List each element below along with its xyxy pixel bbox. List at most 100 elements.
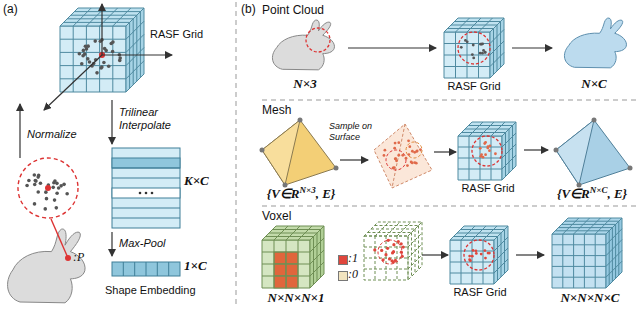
point — [487, 145, 490, 148]
connector-arrow — [512, 47, 552, 48]
legend-text: :1 — [348, 251, 358, 265]
bunny — [8, 229, 86, 303]
arrow — [434, 151, 456, 152]
point — [482, 49, 485, 52]
point — [27, 179, 31, 183]
shape-node: {V∈RN×C, E} — [548, 116, 636, 204]
shape — [562, 234, 563, 288]
shape — [310, 226, 324, 288]
connector-arrow — [516, 254, 544, 255]
shape — [450, 273, 494, 274]
shape — [562, 224, 616, 225]
text-label: (b) — [241, 2, 256, 16]
arrow — [340, 159, 368, 160]
point — [402, 245, 405, 248]
shape — [565, 221, 619, 222]
point — [419, 148, 422, 151]
dimension-label: 1×C — [184, 258, 207, 273]
neighborhood-circle — [18, 158, 78, 218]
shape — [502, 122, 516, 180]
point — [33, 202, 37, 206]
node-label: RASF Grid — [447, 80, 500, 93]
point — [466, 40, 469, 43]
math-text: {V∈R — [267, 186, 300, 201]
shape-node: RASF Grid — [436, 14, 512, 96]
shape — [573, 234, 574, 288]
shape — [490, 18, 504, 78]
shape — [397, 222, 411, 236]
shape — [269, 233, 317, 234]
point — [99, 66, 103, 70]
dimension-label: K×C — [184, 173, 209, 188]
shape — [60, 26, 126, 92]
point — [405, 157, 408, 160]
point — [481, 42, 484, 45]
point — [82, 49, 86, 53]
shape — [364, 222, 422, 236]
shape — [552, 277, 606, 278]
point — [45, 197, 49, 201]
point — [51, 186, 55, 190]
point — [484, 249, 487, 252]
node-label: RASF Grid — [461, 182, 514, 195]
shape — [552, 244, 606, 245]
shape — [490, 41, 504, 55]
point — [393, 147, 396, 150]
shape — [444, 55, 490, 56]
shape — [483, 240, 484, 284]
point — [397, 240, 400, 243]
shape — [502, 155, 516, 169]
point — [100, 65, 104, 69]
point — [95, 71, 99, 75]
point — [484, 257, 487, 260]
point — [55, 191, 59, 195]
shape — [408, 244, 422, 258]
shape — [450, 262, 494, 263]
point — [406, 164, 409, 167]
math-label: {V∈RN×C, E} — [557, 186, 627, 201]
shape — [609, 231, 610, 285]
shape — [461, 229, 505, 230]
point — [93, 39, 97, 43]
neighborhood-circle — [306, 28, 330, 52]
point — [380, 249, 383, 252]
point — [416, 150, 419, 153]
shape-node: K×C — [105, 144, 220, 232]
point — [460, 46, 463, 49]
point — [488, 149, 491, 152]
shape — [455, 21, 501, 22]
point — [474, 249, 477, 252]
shape — [490, 53, 504, 67]
query-point — [65, 255, 71, 261]
point — [494, 152, 497, 155]
shape — [418, 226, 419, 270]
point — [383, 154, 386, 157]
text-label: Normalize — [27, 128, 77, 141]
point — [407, 153, 410, 156]
shape — [450, 240, 494, 284]
dimension-label: N×3 — [293, 76, 316, 91]
shape — [64, 22, 130, 23]
point — [373, 248, 376, 251]
neighborhood-circle — [464, 240, 494, 270]
bunny — [272, 20, 334, 70]
dimension-label: N×C — [581, 76, 606, 91]
math-text: , E} — [607, 186, 627, 201]
point — [37, 174, 41, 178]
shape-node: N×3 — [262, 18, 348, 96]
shape — [618, 221, 619, 275]
shape — [126, 61, 144, 79]
point — [397, 141, 400, 144]
point — [393, 166, 396, 169]
point — [472, 44, 475, 47]
point — [33, 173, 37, 177]
shape-node: N×C — [552, 14, 636, 96]
point — [383, 149, 386, 152]
shape — [512, 126, 513, 170]
point — [33, 179, 37, 183]
output-cube — [552, 218, 622, 288]
mesh-output — [554, 118, 633, 188]
math-text: , E} — [316, 186, 336, 201]
grid-cube — [458, 122, 516, 180]
shape — [458, 169, 502, 170]
